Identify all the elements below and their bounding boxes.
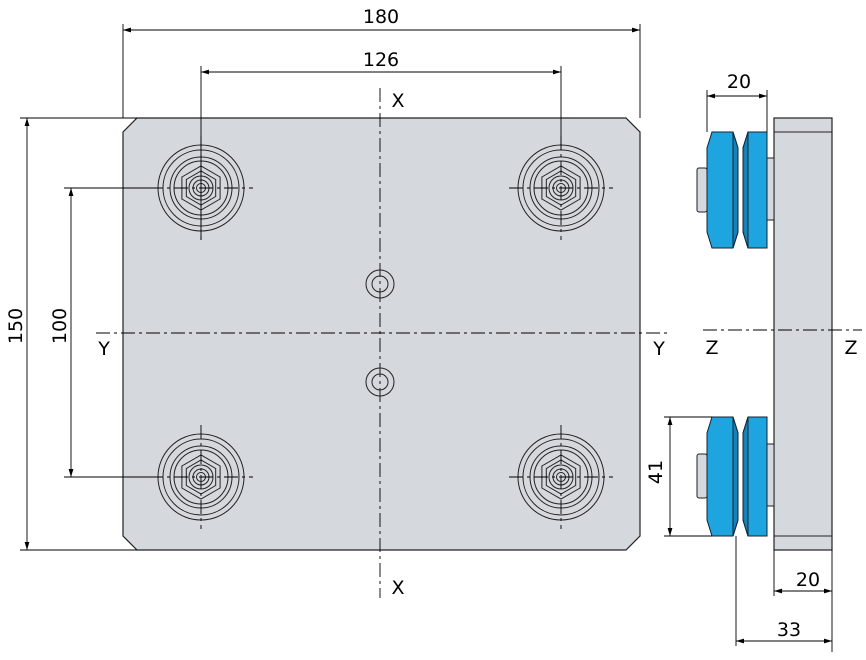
dim-plate-thickness: 20 (796, 569, 820, 591)
axis-label-z-left: Z (705, 337, 718, 359)
axis-label-y-right: Y (652, 338, 665, 360)
wheel-bolt-bottom-right (509, 425, 613, 529)
dim-wheel-spacing-y: 100 (49, 308, 71, 344)
plate-outline (122, 117, 641, 551)
axis-label-x-bottom: X (391, 577, 404, 599)
dim-wheel-width: 20 (727, 71, 751, 93)
side-wheel-top (696, 131, 775, 249)
center-hole-top (365, 269, 395, 299)
dim-plate-height: 150 (5, 308, 27, 344)
dim-wheel-spacing-x: 126 (363, 49, 399, 71)
side-view: 20 41 20 33 Z Z (645, 71, 862, 652)
wheel-bolt-top-right (509, 136, 613, 240)
dim-plate-width: 180 (363, 6, 399, 28)
axis-label-y-left: Y (97, 338, 110, 360)
side-plate (773, 117, 833, 551)
dim-total-depth: 33 (777, 619, 801, 641)
side-wheel-bottom (696, 416, 775, 537)
axis-label-x-top: X (391, 90, 404, 112)
dim-wheel-diameter: 41 (645, 460, 667, 484)
axis-label-z-right: Z (844, 337, 857, 359)
front-view: 180 126 150 100 X X Y Y (5, 6, 668, 599)
center-hole-bottom (365, 367, 395, 397)
